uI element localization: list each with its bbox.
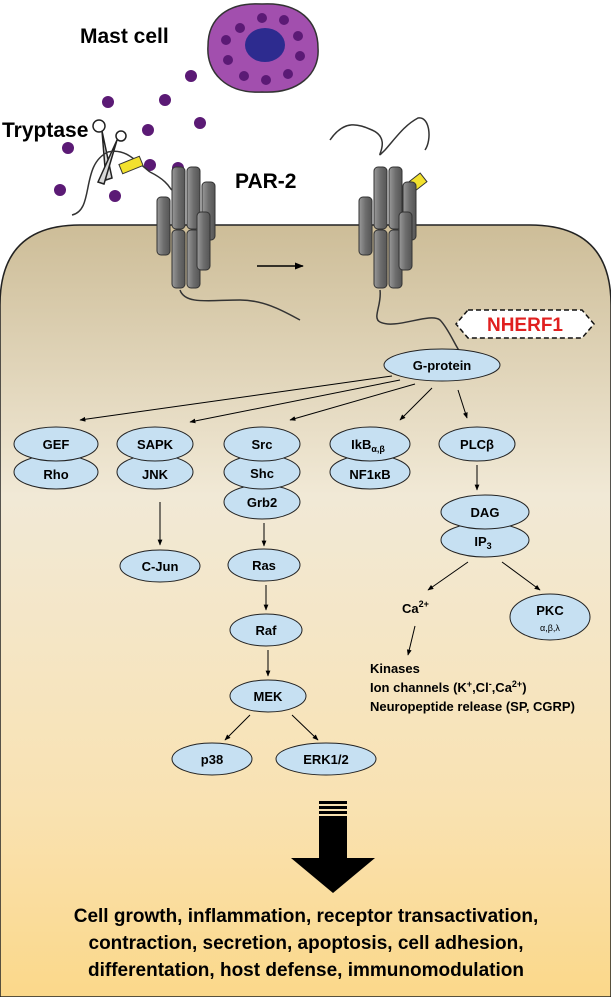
nherf1-label: NHERF1 bbox=[487, 315, 563, 336]
tryptase-label: Tryptase bbox=[2, 119, 88, 142]
tethered-ligand bbox=[118, 155, 144, 175]
dag-to-pkc-arrow bbox=[501, 561, 541, 591]
kinases-label: Kinases bbox=[370, 661, 420, 676]
jnk-label: JNK bbox=[142, 467, 169, 482]
ca-label: Ca2+ bbox=[402, 599, 429, 616]
cjun-node bbox=[119, 549, 201, 583]
g-protein-arrows bbox=[79, 375, 468, 424]
ras-node bbox=[227, 548, 301, 582]
pkc-isoforms: α,β,λ bbox=[540, 623, 560, 633]
granule bbox=[239, 71, 249, 81]
g-protein-label: G-protein bbox=[413, 358, 472, 373]
pkc-label: PKC bbox=[536, 603, 564, 618]
gef-node bbox=[13, 426, 99, 462]
shc-label: Shc bbox=[250, 466, 274, 481]
mast-cell-label: Mast cell bbox=[80, 25, 169, 48]
par2-receptor-active bbox=[329, 117, 461, 353]
ip3-to-ca-arrow bbox=[427, 561, 469, 591]
nf1kb-label: NF1κB bbox=[349, 467, 390, 482]
nherf1-badge: NHERF1 bbox=[455, 309, 595, 339]
granule bbox=[257, 13, 267, 23]
mek-node bbox=[229, 679, 307, 713]
mek-label: MEK bbox=[254, 689, 284, 704]
mek-to-erk-arrow bbox=[291, 714, 319, 741]
granule bbox=[223, 55, 233, 65]
ca-to-effects-arrow bbox=[406, 625, 416, 656]
src-label: Src bbox=[252, 437, 273, 452]
granule bbox=[261, 75, 271, 85]
dag-node bbox=[440, 494, 530, 530]
erk-label: ERK1/2 bbox=[303, 752, 349, 767]
grb2-label: Grb2 bbox=[247, 495, 277, 510]
par2-label: PAR-2 bbox=[235, 170, 296, 193]
outcome-line-2: contraction, secretion, apoptosis, cell … bbox=[89, 933, 524, 954]
mast-cell bbox=[207, 3, 319, 93]
granule bbox=[221, 35, 231, 45]
neuropeptide-label: Neuropeptide release (SP, CGRP) bbox=[370, 699, 575, 714]
plcb-node bbox=[438, 426, 516, 462]
par2-receptor-inactive bbox=[71, 150, 301, 321]
g-protein-node bbox=[383, 348, 501, 382]
sapk-node bbox=[116, 426, 194, 462]
plcb-label: PLCβ bbox=[460, 437, 494, 452]
p38-node bbox=[171, 742, 253, 776]
ikb-node bbox=[329, 426, 411, 462]
pkc-node bbox=[509, 593, 591, 641]
ras-label: Ras bbox=[252, 558, 276, 573]
outcome-line-1: Cell growth, inflammation, receptor tran… bbox=[74, 906, 539, 927]
src-node bbox=[223, 426, 301, 462]
raf-label: Raf bbox=[256, 623, 278, 638]
mek-to-p38-arrow bbox=[224, 714, 251, 741]
dag-label: DAG bbox=[471, 505, 500, 520]
rho-label: Rho bbox=[43, 467, 68, 482]
outcome-line-3: differentation, host defense, immunomodu… bbox=[88, 960, 524, 981]
granule bbox=[279, 15, 289, 25]
mast-cell-nucleus bbox=[245, 28, 285, 62]
granule bbox=[235, 23, 245, 33]
ikb-label: IkBα,β bbox=[351, 437, 385, 454]
p38-label: p38 bbox=[201, 752, 223, 767]
outcome-arrow bbox=[291, 801, 375, 893]
ip3-label: IP3 bbox=[474, 534, 491, 551]
raf-node bbox=[229, 613, 303, 647]
ion-channels-label: Ion channels (K+,Cl-,Ca2+) bbox=[370, 679, 527, 695]
cjun-label: C-Jun bbox=[142, 559, 179, 574]
granule bbox=[295, 51, 305, 61]
granule bbox=[283, 69, 293, 79]
sapk-label: SAPK bbox=[137, 437, 174, 452]
granule bbox=[293, 31, 303, 41]
erk-node bbox=[275, 742, 377, 776]
cell-body bbox=[0, 224, 611, 997]
gef-label: GEF bbox=[43, 437, 70, 452]
